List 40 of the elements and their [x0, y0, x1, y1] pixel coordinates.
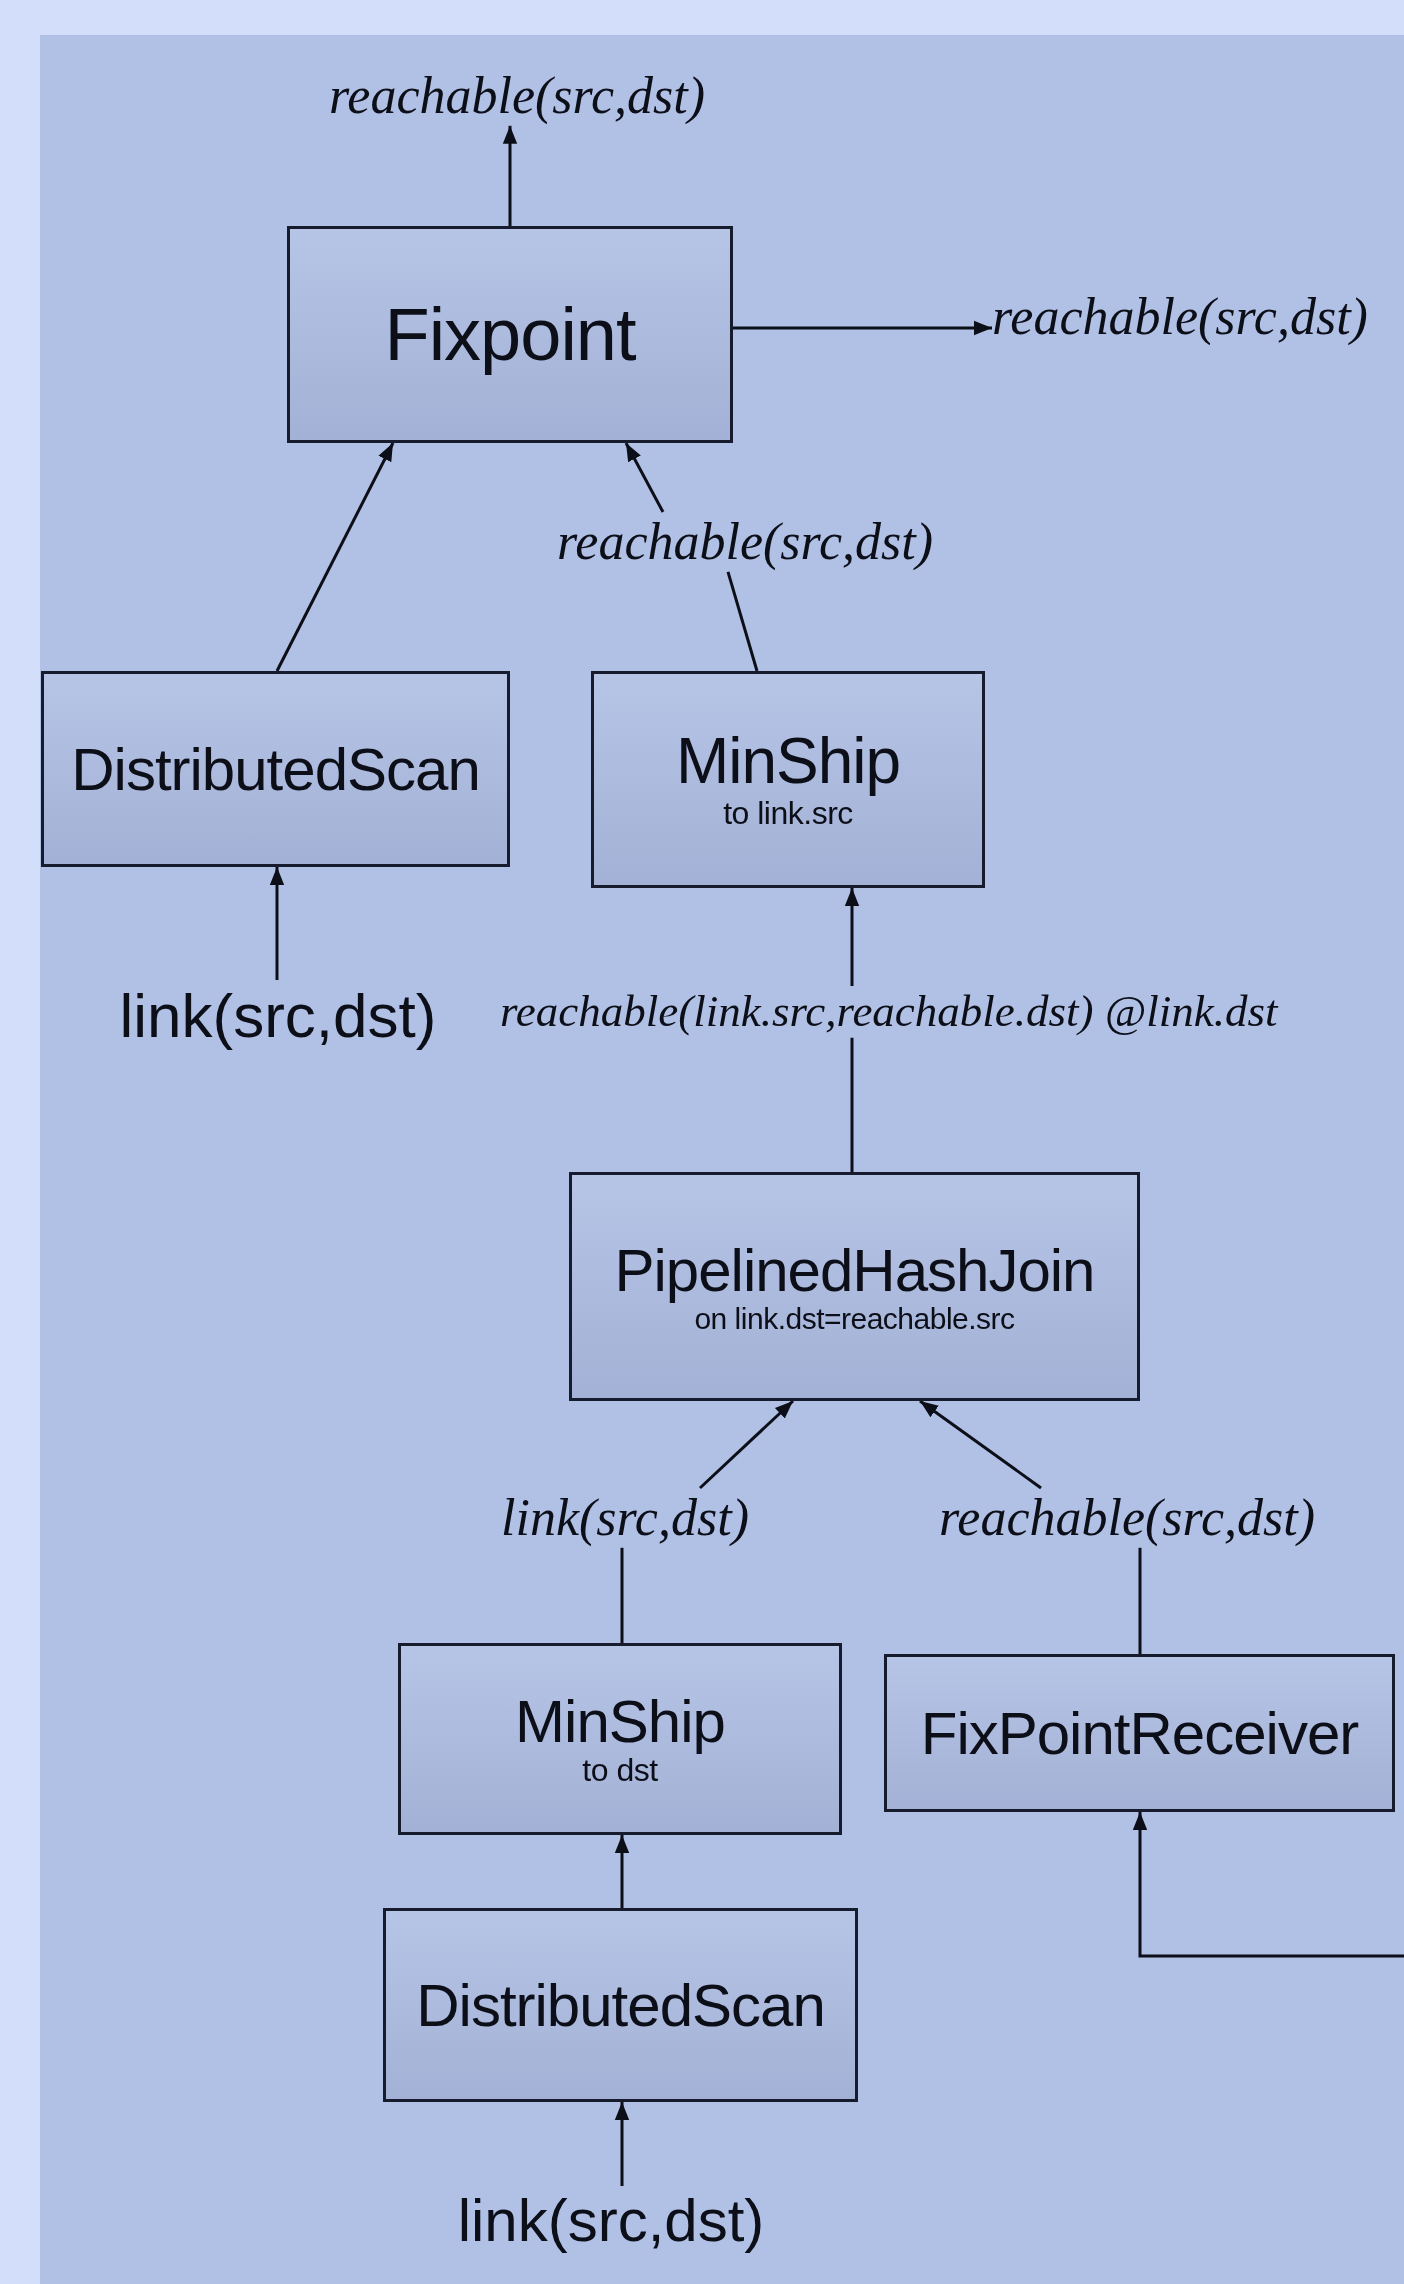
- arrow: [614, 2102, 630, 2186]
- operator-name: PipelinedHashJoin: [614, 1238, 1095, 1302]
- operator-name: DistributedScan: [71, 737, 480, 801]
- operator-name: MinShip: [675, 728, 901, 796]
- operator-box: [287, 226, 733, 443]
- arrow: [733, 320, 992, 336]
- operator-detail: on link.dst=reachable.src: [694, 1301, 1015, 1335]
- relation-label: reachable(link.src,reachable.dst) @link.dst: [500, 986, 1278, 1038]
- arrow: [269, 867, 285, 980]
- arrow: [698, 1399, 795, 1490]
- relation-source: link(src,dst): [457, 2186, 765, 2255]
- operator-name: DistributedScan: [416, 1973, 825, 2037]
- relation-label: reachable(src,dst): [329, 66, 705, 126]
- operator-box: [591, 671, 985, 888]
- arrow: [919, 1399, 1042, 1490]
- operator-detail: to dst: [582, 1752, 658, 1789]
- relation-label: reachable(src,dst): [992, 287, 1368, 347]
- operator-box: [383, 1908, 858, 2102]
- connector-line: [620, 1547, 624, 1643]
- arrow: [1132, 1812, 1404, 1958]
- connector-line: [726, 571, 759, 672]
- operator-box: [884, 1654, 1395, 1812]
- arrow: [502, 125, 518, 226]
- arrow: [614, 1835, 630, 1908]
- operator-name: FixPointReceiver: [920, 1701, 1359, 1765]
- connector-line: [850, 1037, 854, 1172]
- relation-label: link(src,dst): [501, 1488, 749, 1548]
- operator-detail: to link.src: [723, 795, 853, 831]
- relation-source: link(src,dst): [119, 980, 437, 1052]
- operator-name: Fixpoint: [384, 295, 636, 374]
- operator-box: [398, 1643, 842, 1835]
- operator-box: [41, 671, 510, 867]
- operator-name: MinShip: [515, 1689, 725, 1753]
- arrow: [624, 442, 665, 513]
- connector-line: [1138, 1547, 1142, 1654]
- relation-label: reachable(src,dst): [557, 512, 933, 572]
- relation-label: reachable(src,dst): [939, 1488, 1315, 1548]
- arrow: [275, 442, 395, 672]
- operator-box: [569, 1172, 1140, 1401]
- arrow: [844, 888, 860, 986]
